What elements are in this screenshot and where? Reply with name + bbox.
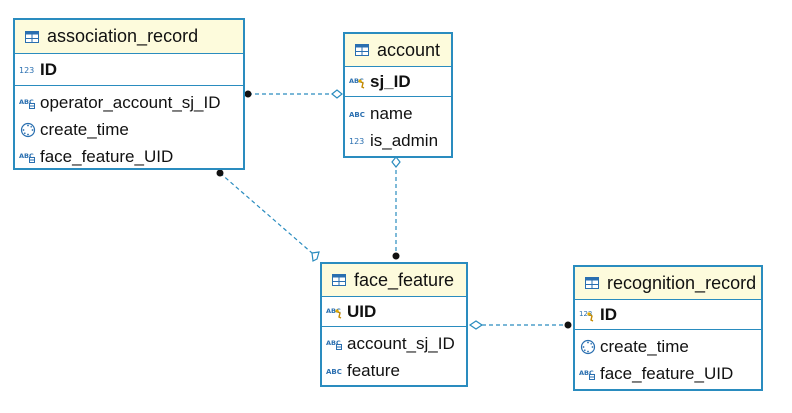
svg-text:ABC: ABC: [326, 368, 342, 376]
svg-text:ABC: ABC: [326, 307, 341, 315]
entity-account[interactable]: account ABC sj_ID ABC name 123 is_admin: [343, 32, 453, 158]
entity-face-feature[interactable]: face_feature ABC UID ABC account_sj_ID ABC…: [320, 262, 468, 387]
primary-key-end-marker: [468, 320, 484, 330]
attribute-row[interactable]: ABC name: [345, 100, 451, 127]
primary-key-section: ABC sj_ID: [345, 67, 451, 97]
svg-text:ABC: ABC: [349, 77, 364, 85]
relationship-recognition-face-feature[interactable]: [468, 320, 572, 330]
string-key-icon: ABC: [349, 75, 367, 89]
string-key-icon: ABC: [326, 305, 344, 319]
attribute-name: create_time: [600, 336, 689, 356]
attribute-row[interactable]: ABC operator_account_sj_ID: [15, 89, 243, 116]
attribute-name: is_admin: [370, 130, 439, 150]
string-icon: ABC: [349, 107, 367, 121]
relationship-association-account[interactable]: [244, 89, 343, 99]
entity-header[interactable]: account: [345, 34, 451, 67]
string-fk-icon: ABC: [579, 367, 597, 381]
svg-text:ABC: ABC: [326, 339, 341, 347]
attribute-name: face_feature_UID: [40, 146, 174, 166]
attribute-name: name: [370, 103, 413, 123]
attribute-row[interactable]: 123 ID: [575, 301, 761, 328]
entity-header[interactable]: association_record: [15, 20, 243, 54]
string-fk-icon: ABC: [19, 150, 37, 164]
foreign-key-end-marker: [216, 169, 224, 177]
foreign-key-end-marker: [244, 90, 252, 98]
primary-key-section: 123 ID: [15, 54, 243, 86]
entity-header[interactable]: recognition_record: [575, 267, 761, 300]
attribute-row[interactable]: create_time: [15, 116, 243, 143]
svg-text:123: 123: [579, 310, 592, 318]
numeric-icon: 123: [349, 134, 367, 148]
attribute-row[interactable]: ABC face_feature_UID: [15, 143, 243, 170]
attribute-name: operator_account_sj_ID: [40, 92, 221, 112]
svg-text:ABC: ABC: [349, 111, 365, 119]
attribute-row[interactable]: ABC sj_ID: [345, 68, 451, 95]
attribute-row[interactable]: create_time: [575, 333, 761, 360]
table-icon: [583, 276, 601, 290]
primary-key-end-marker: [391, 156, 401, 168]
numeric-key-icon: 123: [579, 308, 597, 322]
attribute-name: sj_ID: [370, 71, 411, 91]
primary-key-end-marker: [331, 89, 343, 99]
relationship-face-feature-account[interactable]: [391, 156, 401, 260]
entity-title: recognition_record: [607, 272, 757, 293]
attribute-section: ABC name 123 is_admin: [345, 97, 451, 154]
entity-association-record[interactable]: association_record 123 ID ABC operator_acc…: [13, 18, 245, 170]
attribute-name: feature: [347, 360, 400, 380]
svg-text:123: 123: [19, 66, 34, 75]
attribute-section: create_time ABC face_feature_UID: [575, 330, 761, 387]
attribute-row[interactable]: ABC UID: [322, 298, 466, 325]
entity-header[interactable]: face_feature: [322, 264, 466, 297]
attribute-row[interactable]: 123 ID: [15, 56, 243, 83]
entity-title: association_record: [47, 26, 199, 46]
attribute-row[interactable]: 123 is_admin: [345, 127, 451, 154]
svg-text:ABC: ABC: [19, 98, 34, 106]
primary-key-section: 123 ID: [575, 300, 761, 330]
entity-title: account: [377, 39, 441, 60]
string-fk-icon: ABC: [326, 337, 344, 351]
foreign-key-end-marker: [392, 252, 400, 260]
svg-text:ABC: ABC: [579, 369, 594, 377]
datetime-icon: [19, 122, 37, 137]
attribute-name: create_time: [40, 119, 129, 139]
attribute-row[interactable]: ABC face_feature_UID: [575, 360, 761, 387]
foreign-key-end-marker: [564, 321, 572, 329]
svg-text:123: 123: [349, 137, 364, 146]
attribute-row[interactable]: ABC feature: [322, 357, 466, 384]
attribute-section: ABC account_sj_ID ABC feature: [322, 327, 466, 384]
attribute-name: ID: [600, 304, 617, 324]
attribute-row[interactable]: ABC account_sj_ID: [322, 330, 466, 357]
string-fk-icon: ABC: [19, 96, 37, 110]
table-icon: [353, 43, 371, 57]
attribute-section: ABC operator_account_sj_ID create_time AB…: [15, 86, 243, 170]
numeric-icon: 123: [19, 63, 37, 77]
primary-key-section: ABC UID: [322, 297, 466, 327]
attribute-name: ID: [40, 59, 57, 79]
svg-text:ABC: ABC: [19, 152, 34, 160]
attribute-name: account_sj_ID: [347, 333, 455, 353]
table-icon: [23, 30, 41, 44]
datetime-icon: [579, 339, 597, 354]
string-icon: ABC: [326, 364, 344, 378]
entity-recognition-record[interactable]: recognition_record 123 ID create_time ABC…: [573, 265, 763, 391]
entity-title: face_feature: [354, 269, 455, 290]
attribute-name: UID: [347, 301, 377, 321]
table-icon: [330, 273, 348, 287]
relationship-association-face-feature[interactable]: [216, 169, 320, 262]
attribute-name: face_feature_UID: [600, 363, 734, 383]
primary-key-end-marker: [311, 251, 320, 262]
